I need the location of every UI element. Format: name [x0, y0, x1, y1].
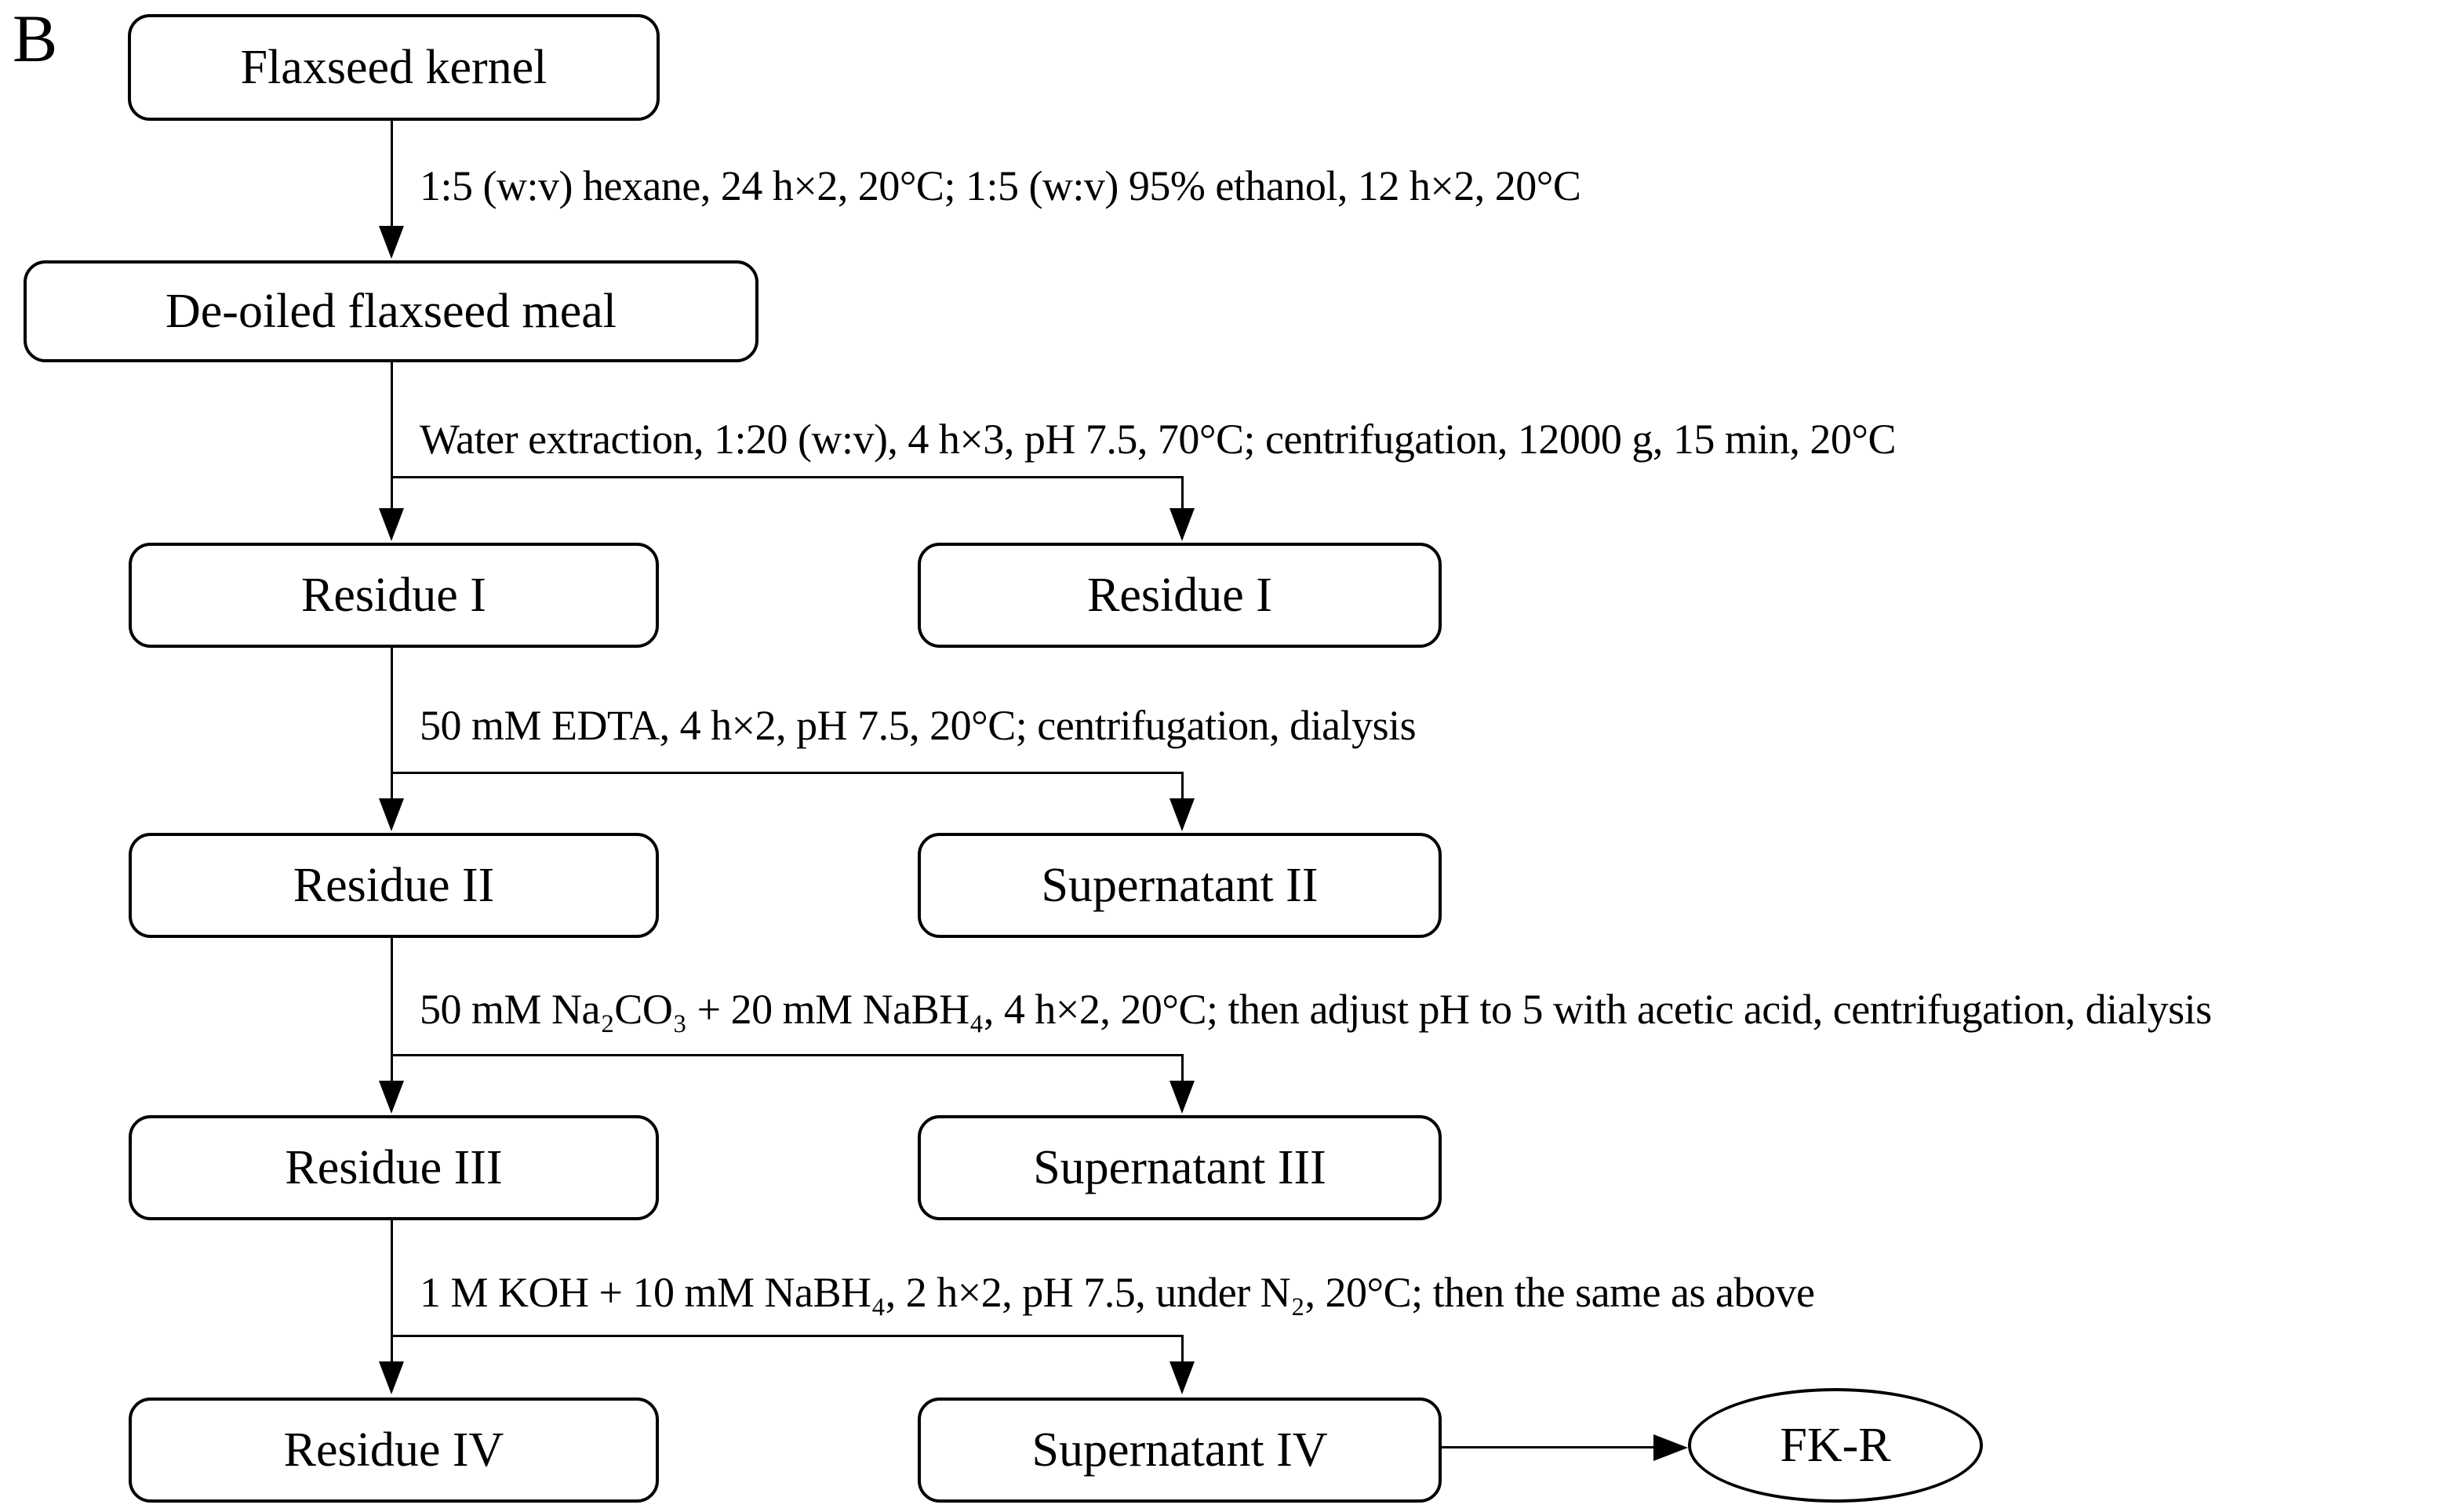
node-residue-4: Residue IV	[129, 1398, 659, 1503]
connector-line	[1181, 1335, 1184, 1365]
edge-label-step3: 50 mM EDTA, 4 h×2, pH 7.5, 20°C; centrif…	[420, 702, 1417, 749]
edge-label-step1: 1:5 (w:v) hexane, 24 h×2, 20°C; 1:5 (w:v…	[420, 162, 1581, 209]
connector-line	[391, 476, 1184, 478]
connector-line	[391, 361, 393, 478]
connector-line	[391, 1054, 1184, 1056]
node-residue-1-right: Residue I	[918, 543, 1442, 648]
edge-label-step2: Water extraction, 1:20 (w:v), 4 h×3, pH …	[420, 416, 1897, 463]
connector-line	[391, 1054, 393, 1084]
edge-label-step5: 1 M KOH + 10 mM NaBH₄, 2 h×2, pH 7.5, un…	[420, 1269, 1815, 1316]
arrowhead-down-icon	[379, 508, 404, 541]
node-residue-2: Residue II	[129, 833, 659, 938]
connector-line	[1181, 476, 1184, 511]
arrowhead-down-icon	[1169, 798, 1195, 831]
connector-line	[391, 1335, 393, 1365]
connector-line	[391, 772, 393, 801]
connector-line	[1181, 1054, 1184, 1084]
arrowhead-down-icon	[379, 226, 404, 259]
node-residue-3: Residue III	[129, 1115, 659, 1220]
node-flaxseed-kernel: Flaxseed kernel	[128, 14, 660, 121]
arrowhead-down-icon	[1169, 508, 1195, 541]
node-deoiled-flaxseed-meal: De-oiled flaxseed meal	[24, 260, 758, 362]
edge-label-step4: 50 mM Na₂CO₃ + 20 mM NaBH₄, 4 h×2, 20°C;…	[420, 986, 2212, 1033]
connector-line	[391, 119, 393, 229]
connector-line	[1181, 772, 1184, 801]
arrowhead-down-icon	[379, 1081, 404, 1114]
node-supernatant-4: Supernatant IV	[918, 1398, 1442, 1503]
arrowhead-down-icon	[379, 798, 404, 831]
connector-line	[391, 1335, 1184, 1337]
node-supernatant-3: Supernatant III	[918, 1115, 1442, 1220]
node-supernatant-2: Supernatant II	[918, 833, 1442, 938]
connector-line	[391, 772, 1184, 774]
connector-line	[391, 1219, 393, 1337]
panel-letter: B	[13, 1, 58, 76]
node-fkr: FK-R	[1688, 1388, 1983, 1503]
connector-line	[1442, 1446, 1655, 1448]
connector-line	[391, 646, 393, 774]
connector-line	[391, 476, 393, 511]
arrowhead-down-icon	[1169, 1361, 1195, 1394]
node-residue-1-left: Residue I	[129, 543, 659, 648]
arrowhead-right-icon	[1653, 1434, 1688, 1461]
connector-line	[391, 936, 393, 1056]
arrowhead-down-icon	[379, 1361, 404, 1394]
arrowhead-down-icon	[1169, 1081, 1195, 1114]
